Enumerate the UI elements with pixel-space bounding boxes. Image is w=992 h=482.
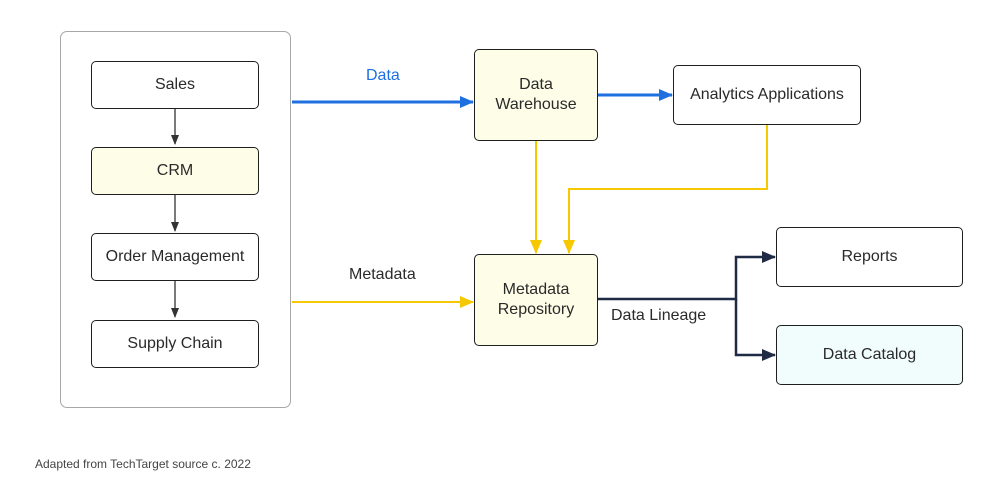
data-warehouse-node: Data Warehouse — [474, 49, 598, 141]
analytics-applications-node: Analytics Applications — [673, 65, 861, 125]
order-management-node: Order Management — [91, 233, 259, 281]
edge-lineage-catalog — [734, 299, 776, 361]
crm-node: CRM — [91, 147, 259, 195]
data-catalog-node: Data Catalog — [776, 325, 963, 385]
source-footnote: Adapted from TechTarget source c. 2022 — [35, 457, 251, 471]
data-lineage-edge-label: Data Lineage — [611, 307, 707, 324]
edge-lineage-reports — [597, 251, 776, 301]
metadata-repository-node: Metadata Repository — [474, 254, 598, 346]
metadata-edge-label: Metadata — [349, 266, 416, 283]
edge-analytics-repository — [563, 125, 768, 254]
supply-chain-node: Supply Chain — [91, 320, 259, 368]
data-edge-label: Data — [366, 67, 400, 84]
reports-node: Reports — [776, 227, 963, 287]
sales-node: Sales — [91, 61, 259, 109]
source-systems-group — [60, 31, 291, 408]
